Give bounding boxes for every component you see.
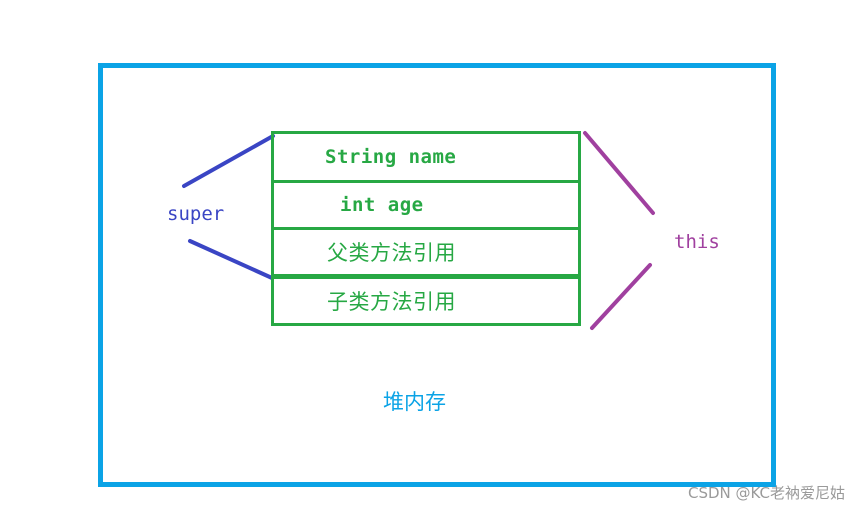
this-connector-lower — [590, 263, 652, 330]
super-connector-lower — [188, 239, 274, 280]
super-label: super — [167, 203, 225, 225]
watermark: CSDN @KC老衲爱尼姑 — [687, 484, 845, 502]
child-method-reference-row: 子类方法引用 — [271, 276, 581, 326]
field-label: int age — [340, 194, 424, 216]
parent-method-reference-row: 父类方法引用 — [271, 227, 581, 277]
field-row-age: int age — [271, 180, 581, 230]
heap-memory-frame — [98, 63, 776, 487]
field-label: 子类方法引用 — [327, 290, 456, 314]
field-label: String name — [325, 146, 457, 168]
this-label: this — [674, 231, 720, 253]
field-label: 父类方法引用 — [327, 241, 456, 265]
super-connector-upper — [182, 134, 275, 188]
object-memory-layout: String name int age 父类方法引用 子类方法引用 — [271, 131, 585, 326]
field-row-name: String name — [271, 131, 581, 183]
heap-label: 堆内存 — [383, 390, 446, 414]
this-connector-upper — [583, 131, 655, 215]
